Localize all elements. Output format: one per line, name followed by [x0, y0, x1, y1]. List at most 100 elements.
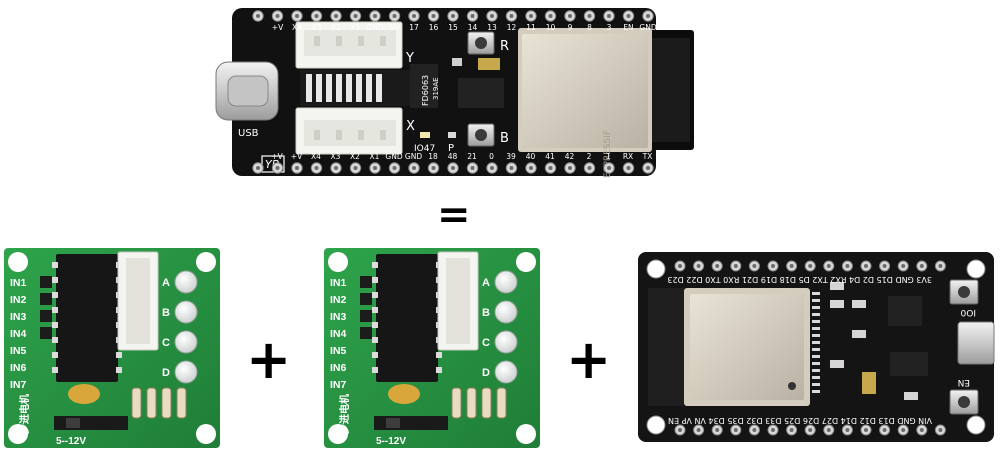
- status-led: [174, 270, 198, 294]
- resistor: [466, 387, 477, 419]
- svg-text:ESPRESSIF: ESPRESSIF: [603, 130, 613, 178]
- input-label: IN2: [330, 294, 347, 306]
- led-io47-label: IO47: [414, 144, 435, 154]
- top-pin-label: 14: [468, 23, 478, 32]
- esp32-regulator: [890, 352, 928, 376]
- input-pin: [40, 293, 52, 305]
- chip-text-2: 319AE: [432, 77, 440, 100]
- bottom-pin-label: 2: [587, 152, 592, 161]
- cn-label: 步进电机: [18, 394, 31, 434]
- en-button-label: EN: [958, 377, 970, 387]
- power-led-label: P: [448, 143, 454, 154]
- button-b-label: B: [500, 131, 509, 146]
- led-label: B: [482, 307, 490, 319]
- resistor: [176, 387, 187, 419]
- input-label: IN7: [330, 379, 347, 391]
- top-pin-label: X1: [351, 23, 361, 32]
- input-label: IN4: [330, 328, 347, 340]
- mount-hole: [328, 424, 348, 444]
- top-pin-label: 5V: [390, 23, 401, 32]
- input-label: IN6: [330, 362, 347, 374]
- input-label: IN3: [10, 311, 27, 323]
- top-pin-label: X4: [292, 23, 302, 32]
- top-pin-label: +V: [272, 23, 284, 32]
- io0-button-label: IO0: [960, 307, 976, 317]
- input-label: IN4: [10, 328, 27, 340]
- input-pin: [360, 293, 372, 305]
- esp32-top-header: [674, 260, 946, 272]
- led-label: A: [162, 277, 170, 289]
- status-led: [494, 330, 518, 354]
- led-label: B: [162, 307, 170, 319]
- usb-uart-chip: [888, 296, 922, 326]
- resistor: [146, 387, 157, 419]
- regulator: [458, 78, 504, 108]
- yb-board: USB Y X: [215, 8, 694, 178]
- mount-hole: [8, 252, 28, 272]
- power-led: [448, 132, 456, 138]
- bottom-pin-label: RX: [623, 152, 633, 161]
- esp32-top-pin-labels: 3V3 GND D15 D2 D4 RX2 TX2 D5 D18 D19 D21…: [667, 275, 932, 284]
- capacitor: [388, 384, 420, 404]
- en-button[interactable]: [949, 389, 979, 415]
- uln2003-chip: [376, 254, 438, 382]
- resistor: [451, 387, 462, 419]
- input-pin: [40, 327, 52, 339]
- status-led: [174, 300, 198, 324]
- top-pin-label: 15: [448, 23, 458, 32]
- driver-chip: [300, 64, 438, 108]
- bottom-pin-label: GND: [658, 152, 675, 161]
- input-pin: [360, 327, 372, 339]
- input-pin: [360, 310, 372, 322]
- top-pin-label: 10: [546, 23, 556, 32]
- bottom-pin-label: 39: [506, 152, 516, 161]
- bottom-pin-label: GND: [405, 152, 422, 161]
- input-label: IN2: [10, 294, 27, 306]
- esp32-antenna: [648, 288, 684, 406]
- input-pin: [40, 310, 52, 322]
- led-label: C: [482, 337, 490, 349]
- resistor: [496, 387, 507, 419]
- connector-x-label: X: [406, 119, 415, 134]
- bottom-pin-label: 21: [467, 152, 477, 161]
- resistor: [131, 387, 142, 419]
- input-label: IN3: [330, 311, 347, 323]
- bottom-pin-label: 42: [565, 152, 575, 161]
- bottom-pin-label: X4: [311, 152, 321, 161]
- led-label: D: [162, 367, 170, 379]
- mount-hole: [196, 424, 216, 444]
- status-led: [174, 330, 198, 354]
- status-led: [494, 270, 518, 294]
- reset-button[interactable]: [467, 31, 495, 55]
- power-jumper: [54, 416, 128, 430]
- yb-bottom-header: [252, 162, 654, 174]
- resistor: [481, 387, 492, 419]
- usb-c-port: [215, 61, 279, 121]
- bottom-pin-label: X3: [331, 152, 341, 161]
- voltage-label: 5--12V: [376, 436, 406, 447]
- connector-y-label: Y: [405, 51, 414, 66]
- cn-label: 步进电机: [338, 394, 351, 434]
- top-pin-label: 13: [487, 23, 497, 32]
- top-pin-label: 9: [568, 23, 573, 32]
- boot-button[interactable]: [467, 123, 495, 147]
- io0-button[interactable]: [949, 279, 979, 305]
- bottom-pin-label: 1: [606, 152, 611, 161]
- mount-hole: [328, 252, 348, 272]
- bottom-pin-label: +V: [291, 152, 303, 161]
- usb-label: USB: [238, 128, 259, 139]
- input-label: IN7: [10, 379, 27, 391]
- capacitor: [68, 384, 100, 404]
- top-pin-label: GND: [366, 23, 383, 32]
- esp32-devkit-board: IO0 EN 3V3 GND D15 D2 D4 RX2 TX2 D5 D18 …: [638, 252, 995, 442]
- top-pin-label: X3: [312, 23, 322, 32]
- power-jumper: [374, 416, 448, 430]
- plus-sign-1: +: [246, 328, 291, 391]
- bottom-pin-label: 41: [545, 152, 555, 161]
- mount-hole: [8, 424, 28, 444]
- uln2003-chip: [56, 254, 118, 382]
- bottom-pin-label: 0: [489, 152, 494, 161]
- bottom-pin-label: 40: [526, 152, 536, 161]
- esp32-bottom-header: [674, 424, 946, 436]
